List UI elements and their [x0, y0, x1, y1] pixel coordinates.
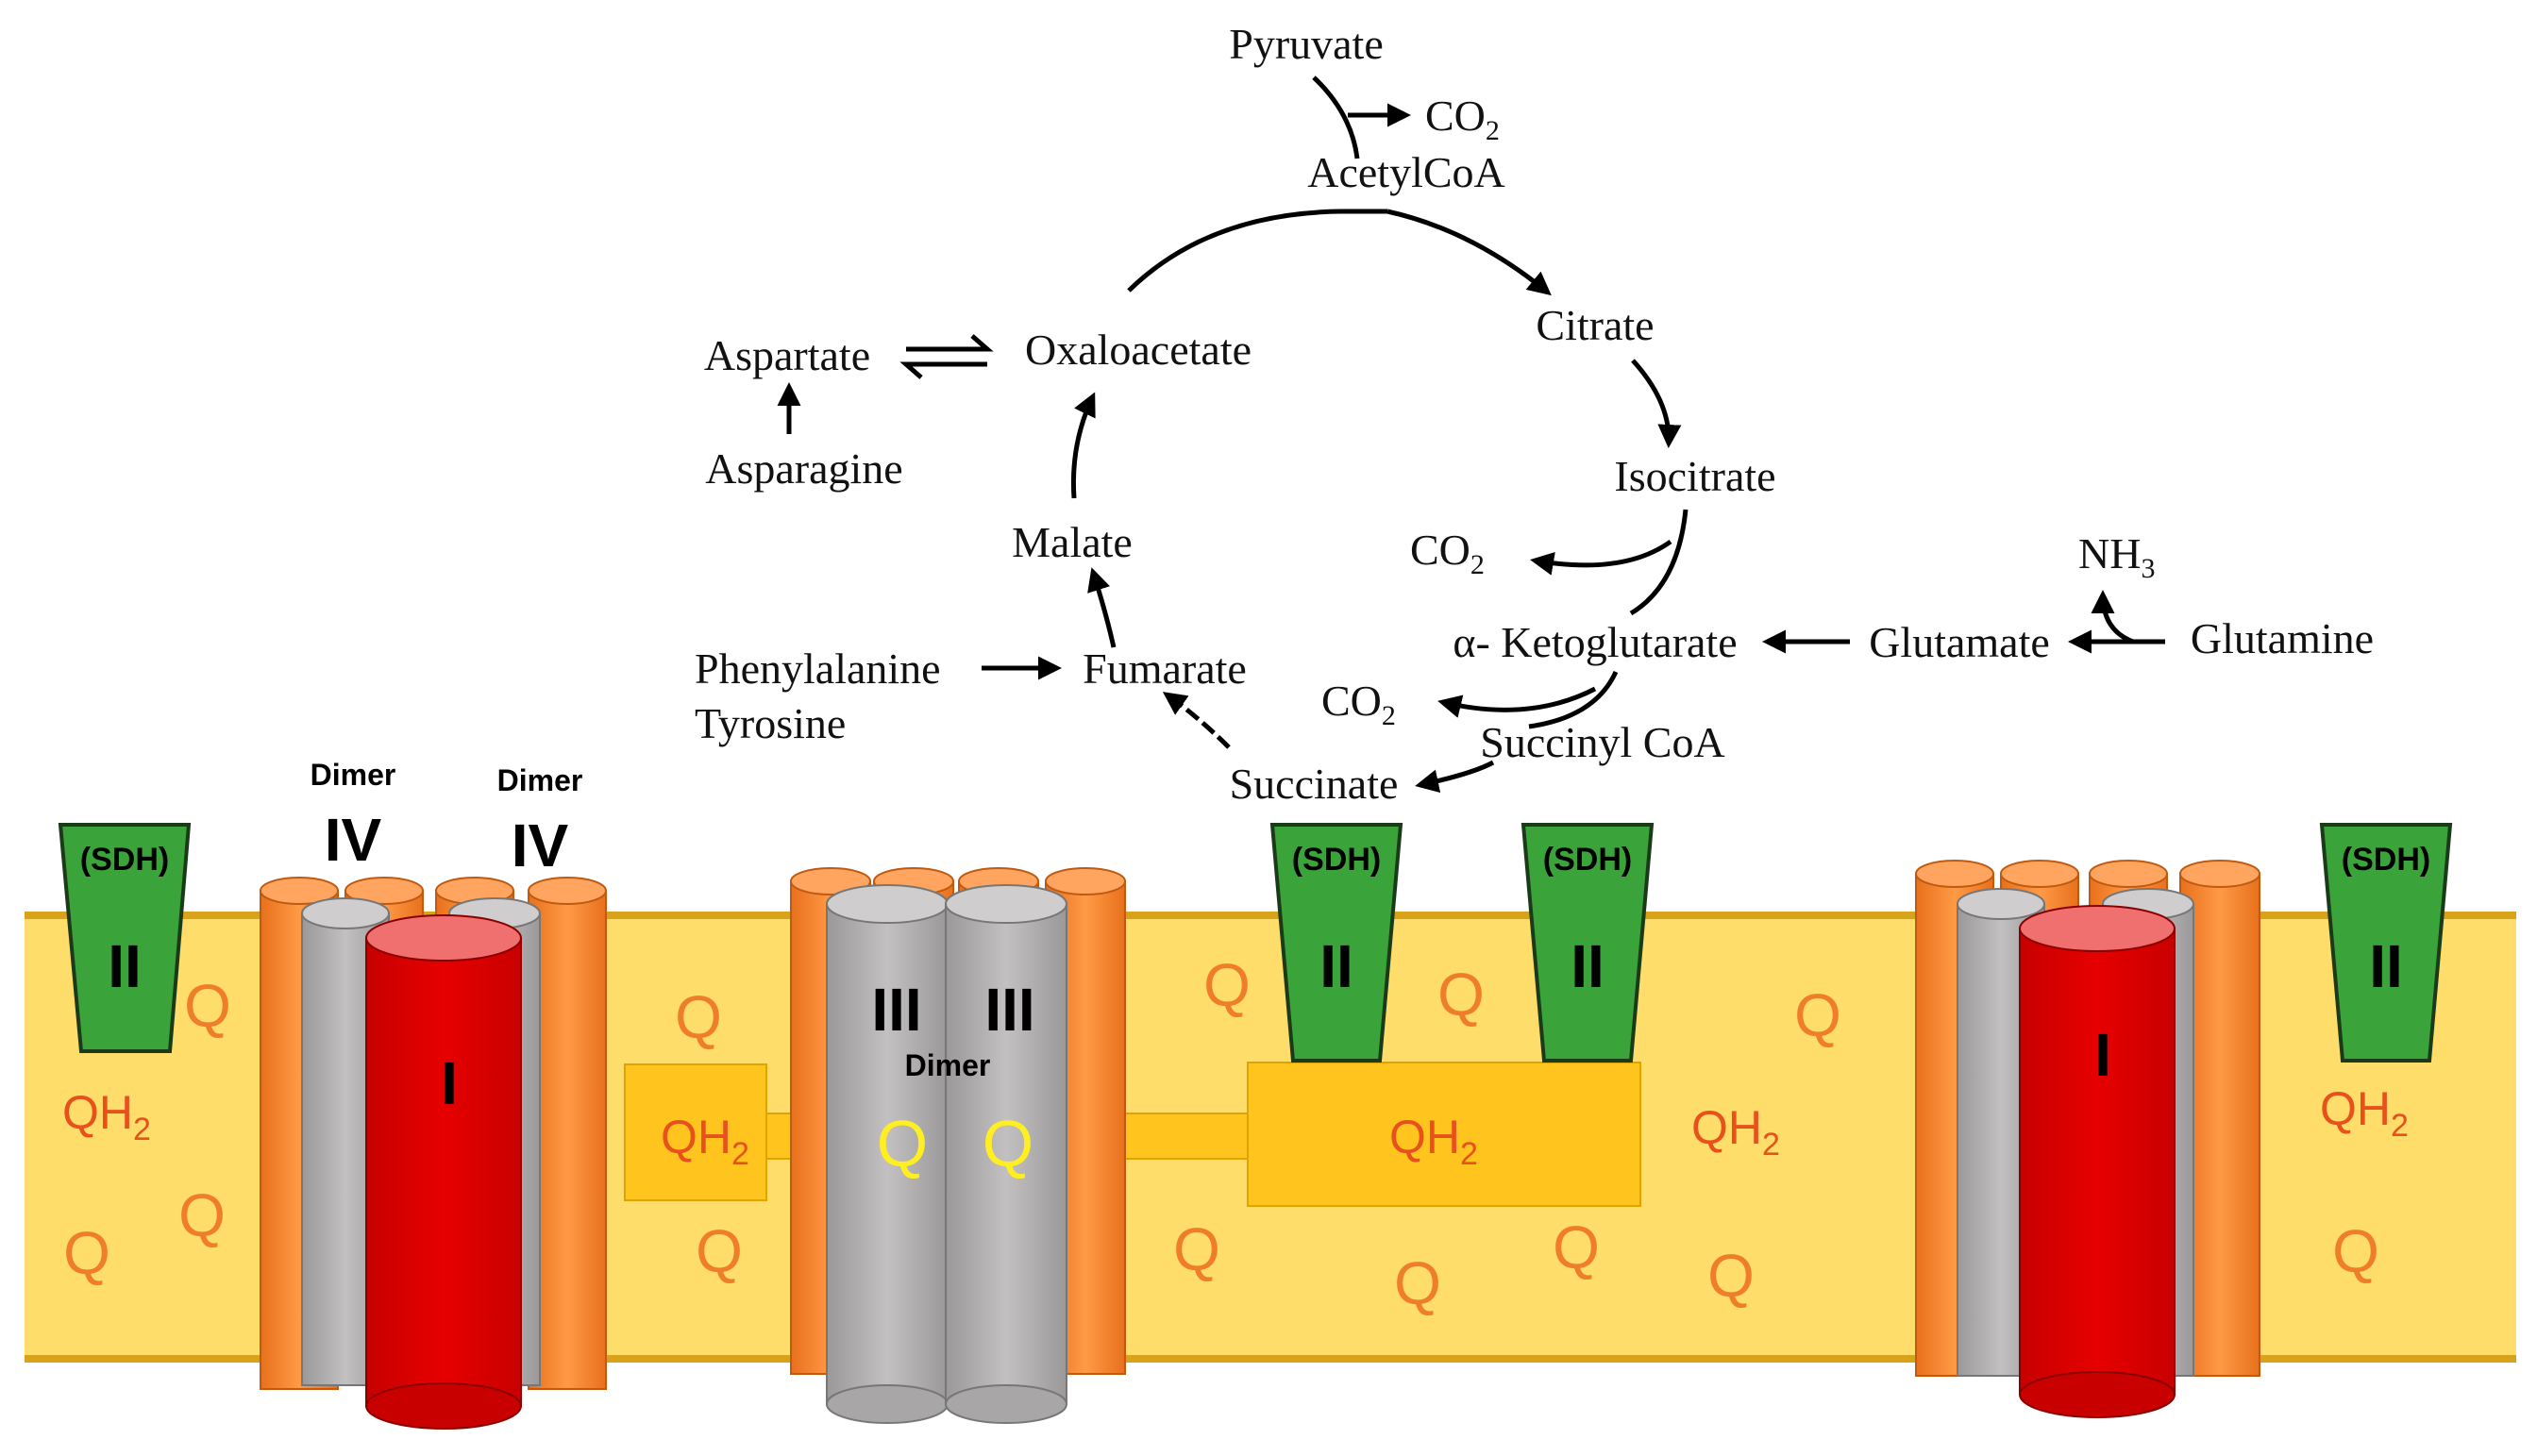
q-label: Q [1707, 1242, 1755, 1310]
complex-ii-label-1: II [108, 932, 142, 1000]
complex-ii-3: (SDH) II [1521, 823, 1655, 1063]
arrow-oxaloacetate-to-citrate [1127, 209, 1387, 293]
complex-iv-label-1: IV [325, 806, 382, 874]
succinylcoa-label: Succinyl CoA [1480, 718, 1724, 766]
qh2-label-right: QH2 [1389, 1111, 1478, 1172]
quinone-pool: Q Q Q Q Q Q Q Q Q Q Q Q Q QH2 QH2 QH2 [62, 951, 2409, 1317]
arrow-pyruvate-to-acetylcoa [1312, 75, 1360, 159]
qh2-box-left [624, 1063, 767, 1201]
complex-ii-2: (SDH) II [1269, 823, 1403, 1063]
complex-i-right: I [2019, 905, 2176, 1418]
dimer-label-iv-1: Dimer [311, 758, 396, 792]
ketoglutarate-label: α- Ketoglutarate [1453, 618, 1737, 666]
q-label: Q [675, 983, 722, 1051]
co2-label-ketoglutarate: CO2 [1321, 677, 1396, 731]
q-label: Q [1437, 961, 1485, 1029]
sdh-label-1: (SDH) [80, 842, 169, 878]
complex-ii-label-4: II [2369, 932, 2403, 1000]
membrane-top-edge [25, 912, 2516, 919]
sdh-label-3: (SDH) [1543, 842, 1632, 878]
supercomplex-left: I Dimer IV Dimer IV [260, 758, 607, 1430]
q-label: Q [178, 1181, 226, 1249]
qh2-transfer-left: QH2 [624, 1063, 853, 1201]
tyrosine-label: Tyrosine [695, 699, 846, 747]
eq-arrow-bottom [899, 361, 987, 379]
q-label: Q [1173, 1215, 1220, 1283]
co2-label-isocitrate: CO2 [1410, 526, 1485, 580]
phenylalanine-label: Phenylalanine [695, 644, 941, 693]
nh3-label: NH3 [2078, 529, 2155, 584]
aspartate-label: Aspartate [704, 331, 870, 379]
complex-ii-4: (SDH) II [2319, 823, 2453, 1063]
sdh-label-4: (SDH) [2342, 842, 2430, 878]
citrate-label: Citrate [1536, 301, 1654, 349]
complex-i-left: I [365, 914, 522, 1430]
arrow-succinate-to-fumarate [1162, 692, 1231, 749]
arrow-ketoglutarate-to-succinylcoa [1528, 670, 1619, 729]
bound-q-right: Q [983, 1107, 1033, 1180]
qh2-label-left: QH2 [661, 1111, 749, 1172]
arrow-fumarate-to-malate [1087, 567, 1117, 648]
arrow-glutamine-nh3 [2091, 590, 2134, 644]
glutamine-label: Glutamine [2191, 614, 2374, 662]
q-label: Q [1394, 1249, 1441, 1317]
q-label: Q [184, 972, 231, 1040]
sdh-label-2: (SDH) [1292, 842, 1381, 878]
tca-labels: Pyruvate CO2 AcetylCoA Citrate Isocitrat… [695, 20, 2374, 808]
arrow-acetylcoa-to-citrate [1386, 209, 1552, 296]
bound-q-left: Q [877, 1107, 928, 1180]
arrow-isocitrate-co2 [1530, 539, 1672, 576]
q-label: Q [1794, 981, 1841, 1049]
succinate-label: Succinate [1230, 760, 1399, 808]
complex-i-label-left: I [441, 1049, 458, 1117]
oxaloacetate-label: Oxaloacetate [1025, 326, 1252, 374]
arrow-isocitrate-to-ketoglutarate [1629, 509, 1689, 616]
complex-iii-label-2: III [984, 976, 1034, 1044]
complex-iv-label-2: IV [512, 812, 569, 879]
tca-arrows [777, 75, 2165, 794]
q-label: Q [696, 1217, 743, 1285]
q-label: Q [63, 1219, 110, 1287]
fumarate-label: Fumarate [1083, 644, 1247, 693]
isocitrate-label: Isocitrate [1614, 452, 1775, 500]
qh2-label: QH2 [2320, 1082, 2409, 1144]
q-label: Q [1553, 1213, 1600, 1281]
qh2-label: QH2 [1691, 1101, 1780, 1163]
membrane-bottom-edge [25, 1355, 2516, 1363]
complex-ii-1: (SDH) II [58, 823, 192, 1053]
complex-iii-label-1: III [871, 976, 921, 1044]
supercomplex-right: I [1915, 860, 2260, 1418]
glutamate-label: Glutamate [1869, 618, 2050, 666]
pyruvate-label: Pyruvate [1229, 20, 1384, 68]
qh2-box-right [1247, 1062, 1641, 1207]
q-label: Q [2332, 1217, 2379, 1285]
complex-i-label-right: I [2094, 1021, 2111, 1089]
arrow-succinylcoa-to-succinate [1415, 760, 1495, 794]
q-label: Q [1203, 951, 1251, 1019]
complex-ii-label-2: II [1319, 932, 1353, 1000]
asparagine-label: Asparagine [705, 444, 902, 493]
acetylcoa-label: AcetylCoA [1307, 148, 1505, 196]
dimer-label-iii: Dimer [905, 1048, 991, 1082]
qh2-label: QH2 [62, 1086, 151, 1147]
complex-iii-dimer: III III Dimer Q Q [790, 867, 1126, 1424]
eq-arrow-top [906, 334, 994, 352]
dimer-label-iv-2: Dimer [497, 763, 583, 797]
arrow-ketoglutarate-co2 [1437, 686, 1597, 718]
co2-label-pyruvate: CO2 [1425, 92, 1500, 146]
complex-ii-label-3: II [1571, 932, 1605, 1000]
malate-label: Malate [1012, 518, 1133, 566]
arrow-malate-to-oxaloacetate [1070, 392, 1096, 499]
arrow-citrate-to-isocitrate [1631, 359, 1682, 448]
